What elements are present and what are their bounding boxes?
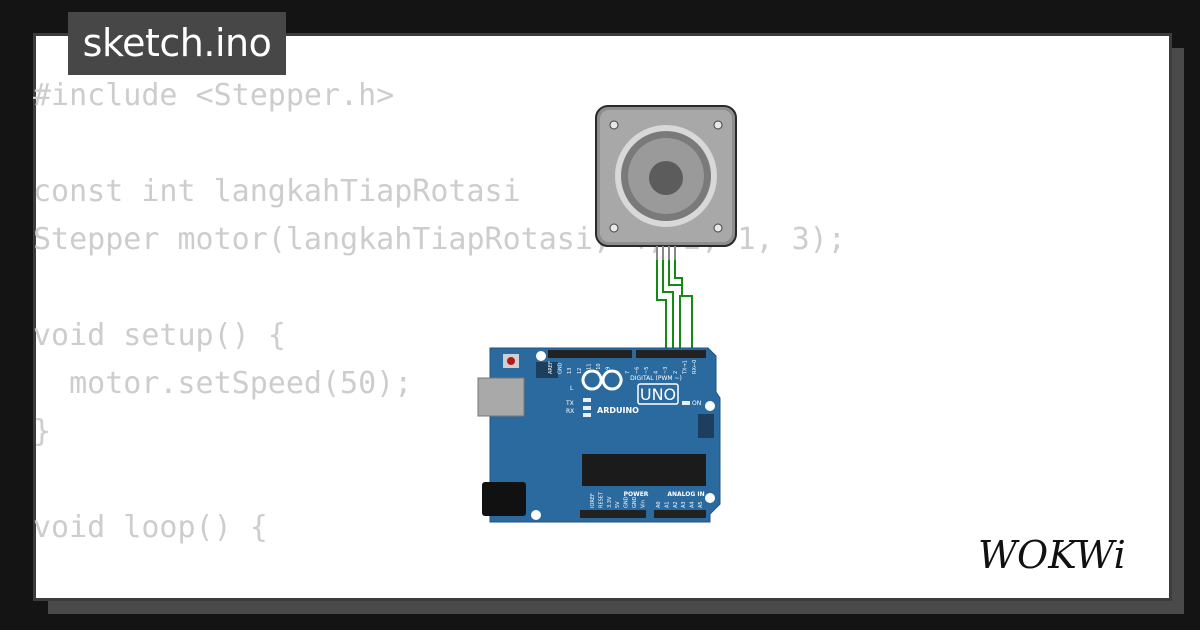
pin-label: ~3 — [663, 367, 669, 374]
pin-label: 5V — [615, 501, 621, 508]
wires[interactable] — [656, 260, 693, 356]
pin-label: A4 — [690, 501, 696, 508]
pin-label: Vin — [640, 500, 646, 508]
pin-label: 8 — [615, 371, 621, 374]
digital-label: DIGITAL (PWM ~) — [630, 375, 682, 382]
pin-label: ~10 — [596, 363, 602, 374]
code-block: #include <Stepper.h> const int langkahTia… — [33, 72, 846, 552]
pin-label: 13 — [567, 368, 573, 374]
pin-label: ~5 — [644, 367, 650, 374]
code-line: Stepper motor(langkahTiapRotasi, 4, 2, 1… — [33, 222, 846, 257]
code-line: #include <Stepper.h> — [33, 78, 395, 113]
pin-label: ~11 — [586, 363, 592, 374]
pin-label: 2 — [673, 371, 679, 374]
on-label: ON — [692, 400, 701, 407]
wokwi-logo: WOKWi — [978, 533, 1126, 577]
pin-label: AREF — [548, 361, 554, 374]
board-brand-label: ARDUINO — [597, 406, 639, 415]
pin-label: 4 — [654, 371, 660, 374]
code-line: const int langkahTiapRotasi — [33, 174, 521, 209]
pin-label: 3.3V — [607, 496, 613, 508]
pin-label: A3 — [681, 501, 687, 508]
code-line: } — [33, 414, 52, 449]
file-tab[interactable]: sketch.ino — [68, 12, 286, 75]
pin-label: TX→1 — [682, 360, 688, 375]
pin-label: RESET — [598, 491, 604, 508]
pin-label: RX←0 — [692, 360, 698, 374]
pin-label: GND — [624, 496, 630, 508]
tx-label: TX — [565, 400, 574, 407]
rx-label: RX — [566, 408, 574, 415]
pin-label: 12 — [577, 368, 583, 374]
arduino-uno-icon[interactable]: UNO ARDUINO ON L TX RX DIGITAL (PWM ~) P… — [477, 347, 721, 523]
stepper-motor-icon[interactable] — [595, 105, 737, 260]
pin-label: A0 — [656, 501, 662, 508]
pin-label: 7 — [625, 371, 631, 374]
code-line: void loop() { — [33, 510, 268, 545]
pin-label: IOREF — [590, 493, 596, 508]
power-label: POWER — [624, 491, 649, 498]
wokwi-logo-text: WOKWi — [978, 533, 1126, 577]
code-line: void setup() { — [33, 318, 286, 353]
pin-label: A2 — [673, 501, 679, 508]
pin-label: A5 — [698, 501, 704, 508]
pin-label: ~6 — [634, 367, 640, 374]
code-line: motor.setSpeed(50); — [33, 366, 413, 401]
pin-label: GND — [632, 496, 638, 508]
board-model-label: UNO — [640, 385, 676, 404]
circuit-diagram: UNO ARDUINO ON L TX RX DIGITAL (PWM ~) P… — [477, 105, 737, 523]
l-label: L — [570, 385, 574, 392]
pin-label: ~9 — [606, 367, 612, 374]
pin-label: A1 — [664, 501, 670, 508]
pin-label: GND — [558, 362, 564, 374]
analog-label: ANALOG IN — [667, 491, 704, 498]
